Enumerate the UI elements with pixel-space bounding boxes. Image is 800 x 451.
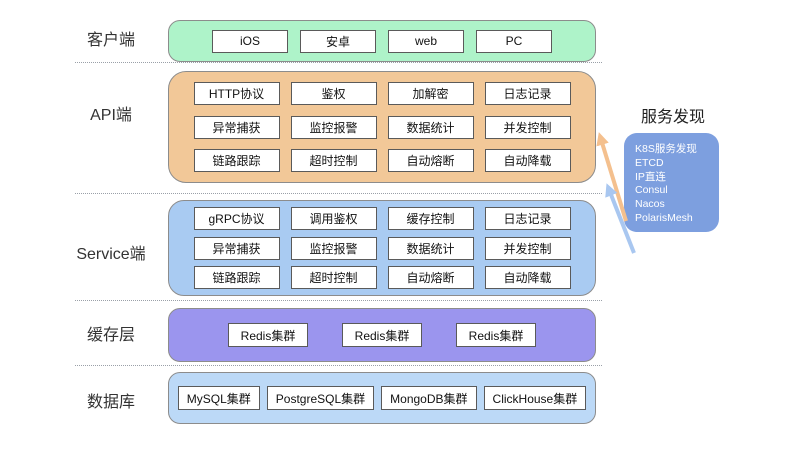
node-svc-tracing: 链路跟踪 bbox=[193, 265, 280, 289]
node-svc-data-stats: 数据统计 bbox=[387, 236, 474, 260]
layer-cache-container: Redis集群 Redis集群 Redis集群 bbox=[168, 308, 596, 362]
layer-label-api: API端 bbox=[90, 107, 132, 124]
separator-line bbox=[75, 365, 602, 366]
layer-service-container: gRPC协议 调用鉴权 缓存控制 日志记录 异常捕获 监控报警 数据统计 并发控… bbox=[168, 200, 596, 296]
service-row-2: 异常捕获 监控报警 数据统计 并发控制 bbox=[169, 236, 595, 260]
service-row-3: 链路跟踪 超时控制 自动熔断 自动降载 bbox=[169, 265, 595, 289]
api-row-2: 异常捕获 监控报警 数据统计 并发控制 bbox=[169, 115, 595, 139]
node-api-concurrency: 并发控制 bbox=[484, 115, 571, 139]
service-discovery-title: 服务发现 bbox=[640, 109, 705, 126]
service-discovery-box: K8S服务发现 ETCD IP直连 Consul Nacos PolarisMe… bbox=[624, 133, 719, 232]
node-web: web bbox=[388, 29, 464, 53]
node-api-logging: 日志记录 bbox=[484, 82, 571, 106]
layer-client-container: iOS 安卓 web PC bbox=[168, 20, 596, 62]
separator-line bbox=[75, 300, 602, 301]
api-to-discovery-arrow bbox=[596, 132, 628, 222]
service-row-1: gRPC协议 调用鉴权 缓存控制 日志记录 bbox=[169, 207, 595, 231]
node-api-encryption: 加解密 bbox=[387, 82, 474, 106]
node-api-timeout: 超时控制 bbox=[290, 148, 377, 172]
layer-label-db: 数据库 bbox=[86, 394, 135, 411]
node-redis-cluster-2: Redis集群 bbox=[342, 323, 422, 347]
node-postgresql-cluster: PostgreSQL集群 bbox=[266, 386, 375, 410]
sd-option-k8s: K8S服务发现 bbox=[635, 143, 697, 155]
sd-option-etcd: ETCD bbox=[635, 156, 664, 169]
node-api-tracing: 链路跟踪 bbox=[193, 148, 280, 172]
node-svc-grpc-protocol: gRPC协议 bbox=[193, 207, 280, 231]
cache-row: Redis集群 Redis集群 Redis集群 bbox=[169, 323, 595, 347]
layer-label-service: Service端 bbox=[76, 246, 146, 263]
node-clickhouse-cluster: ClickHouse集群 bbox=[483, 386, 587, 410]
separator-line bbox=[75, 193, 602, 194]
node-api-http-protocol: HTTP协议 bbox=[193, 82, 280, 106]
node-svc-logging: 日志记录 bbox=[484, 207, 571, 231]
node-svc-circuit-breaker: 自动熔断 bbox=[387, 265, 474, 289]
node-svc-call-auth: 调用鉴权 bbox=[290, 207, 377, 231]
api-row-3: 链路跟踪 超时控制 自动熔断 自动降载 bbox=[169, 148, 595, 172]
separator-line bbox=[75, 62, 602, 63]
node-api-circuit-breaker: 自动熔断 bbox=[387, 148, 474, 172]
node-pc: PC bbox=[476, 29, 552, 53]
client-row: iOS 安卓 web PC bbox=[169, 29, 595, 53]
node-api-load-shedding: 自动降载 bbox=[484, 148, 571, 172]
node-svc-load-shedding: 自动降载 bbox=[484, 265, 571, 289]
node-api-auth: 鉴权 bbox=[290, 82, 377, 106]
sd-option-consul: Consul bbox=[635, 184, 668, 197]
node-android: 安卓 bbox=[300, 29, 376, 53]
node-api-exception-capture: 异常捕获 bbox=[193, 115, 280, 139]
sd-option-ip-direct: IP直连 bbox=[635, 170, 666, 183]
node-api-data-stats: 数据统计 bbox=[387, 115, 474, 139]
layer-label-cache: 缓存层 bbox=[86, 327, 135, 344]
node-mongodb-cluster: MongoDB集群 bbox=[381, 386, 477, 410]
sd-option-nacos: Nacos bbox=[635, 198, 665, 211]
api-row-1: HTTP协议 鉴权 加解密 日志记录 bbox=[169, 82, 595, 106]
sd-option-polarismesh: PolarisMesh bbox=[635, 211, 693, 224]
node-redis-cluster-1: Redis集群 bbox=[228, 323, 308, 347]
layer-db-container: MySQL集群 PostgreSQL集群 MongoDB集群 ClickHous… bbox=[168, 372, 596, 424]
node-mysql-cluster: MySQL集群 bbox=[177, 386, 260, 410]
layer-label-client: 客户端 bbox=[86, 32, 135, 49]
node-svc-monitor-alert: 监控报警 bbox=[290, 236, 377, 260]
node-svc-cache-control: 缓存控制 bbox=[387, 207, 474, 231]
db-row: MySQL集群 PostgreSQL集群 MongoDB集群 ClickHous… bbox=[169, 386, 595, 410]
node-ios: iOS bbox=[212, 29, 288, 53]
node-svc-concurrency: 并发控制 bbox=[484, 236, 571, 260]
node-api-monitor-alert: 监控报警 bbox=[290, 115, 377, 139]
node-svc-exception-capture: 异常捕获 bbox=[193, 236, 280, 260]
node-svc-timeout: 超时控制 bbox=[290, 265, 377, 289]
layer-api-container: HTTP协议 鉴权 加解密 日志记录 异常捕获 监控报警 数据统计 并发控制 链… bbox=[168, 71, 596, 183]
node-redis-cluster-3: Redis集群 bbox=[456, 323, 536, 347]
